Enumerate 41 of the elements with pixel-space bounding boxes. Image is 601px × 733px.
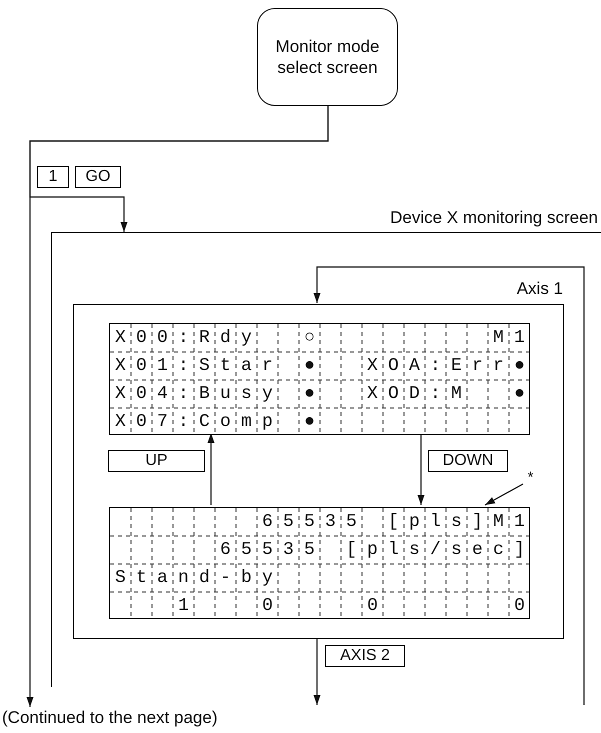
lcd-text: XOA:Err: [367, 355, 514, 378]
key-label: AXIS 2: [325, 645, 405, 667]
lcd-screen: [109, 323, 530, 435]
arrow: [418, 433, 424, 505]
status-lamp: ●: [303, 411, 316, 434]
key-label: GO: [75, 166, 121, 188]
lcd-text: 65535: [262, 511, 368, 534]
arrow: [208, 433, 214, 505]
lcd-text: X07:Comp: [115, 411, 284, 434]
lcd-text: XOD:M: [367, 383, 472, 406]
status-lamp: ●: [303, 383, 316, 406]
key-label: DOWN: [428, 450, 508, 472]
start-box: Monitor mode select screen: [257, 8, 398, 106]
lcd-text: X00:Rdy: [115, 327, 262, 350]
lcd-text: M1: [493, 327, 536, 350]
status-lamp: ●: [303, 355, 316, 378]
status-lamp: ●: [513, 355, 526, 378]
status-lamp: ○: [303, 327, 316, 350]
arrow: [26, 106, 329, 707]
lcd-text: [pls/sec]: [346, 539, 536, 562]
lcd-screen: [109, 507, 530, 619]
key-label: UP: [108, 450, 205, 472]
lcd-text: Stand-by: [115, 567, 284, 590]
continuation-note: (Continued to the next page): [2, 707, 218, 729]
axis-title: Axis 1: [516, 279, 563, 299]
lcd-text: X04:Busy: [115, 383, 284, 406]
lcd-text: 0: [513, 595, 526, 618]
lcd-text: 0: [261, 595, 274, 618]
lcd-text: [pls]: [388, 511, 494, 534]
lcd-text: 0: [366, 595, 379, 618]
arrow: [314, 638, 320, 705]
screen-title: Device X monitoring screen: [390, 208, 598, 228]
status-lamp: ●: [513, 383, 526, 406]
lcd-text: M1: [493, 511, 536, 534]
note-mark: *: [525, 470, 536, 486]
lcd-text: X01:Star: [115, 355, 284, 378]
key-label: 1: [37, 166, 69, 188]
arrow: [314, 266, 585, 705]
lcd-text: 1: [177, 595, 190, 618]
lcd-text: 65535: [220, 539, 326, 562]
leader-line: [484, 483, 524, 506]
